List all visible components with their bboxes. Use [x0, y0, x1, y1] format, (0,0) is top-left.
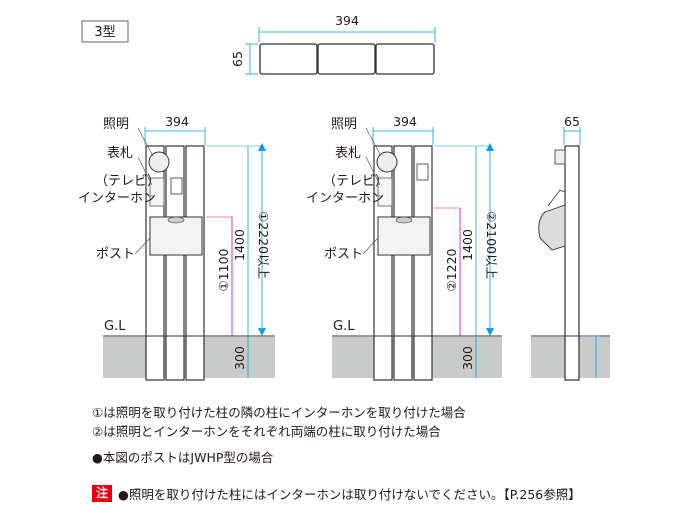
svg-text:①1100: ①1100	[216, 248, 231, 291]
svg-text:照明: 照明	[103, 117, 129, 132]
top-view: 394 65	[230, 13, 436, 75]
svg-text:300: 300	[232, 346, 247, 370]
svg-text:インターホン: インターホン	[78, 191, 156, 206]
nameplate-icon	[149, 177, 165, 207]
svg-text:（テレビ）: （テレビ）	[95, 174, 160, 189]
warning-text: ●照明を取り付けた柱にはインターホンは取り付けないでください。【P.256参照】	[118, 487, 581, 502]
svg-text:1400: 1400	[232, 229, 247, 261]
svg-text:②2100以上: ②2100以上	[484, 211, 499, 279]
side-view: 65	[531, 114, 610, 381]
svg-text:65: 65	[564, 114, 580, 129]
mailbox-icon	[149, 216, 203, 256]
svg-text:G.L: G.L	[333, 319, 355, 334]
lamp-icon	[148, 151, 170, 173]
top-depth-label: 65	[230, 51, 245, 67]
note-3: ●本図のポストはJWHP型の場合	[92, 450, 274, 465]
svg-text:（テレビ）: （テレビ）	[323, 174, 388, 189]
top-width-label: 394	[335, 13, 359, 28]
svg-text:照明: 照明	[331, 117, 357, 132]
svg-text:394: 394	[393, 114, 417, 129]
svg-text:②1220: ②1220	[444, 248, 459, 291]
warning-row: 注 ●照明を取り付けた柱にはインターホンは取り付けないでください。【P.256参…	[92, 484, 581, 503]
svg-text:1400: 1400	[460, 229, 475, 261]
left-width-label: 394	[165, 114, 189, 129]
warning-badge: 注	[92, 485, 113, 502]
svg-text:インターホン: インターホン	[306, 191, 384, 206]
front-view-left: 394 照明 表札 （テレビ） インターホン ポスト G.L ①1100 140…	[78, 114, 275, 381]
note-1: ①は照明を取り付けた柱の隣の柱にインターホンを取り付けた場合	[92, 405, 466, 420]
svg-text:ポスト: ポスト	[324, 247, 363, 262]
type-label-box	[81, 20, 129, 43]
svg-text:①2220以上: ①2220以上	[256, 211, 271, 279]
svg-text:300: 300	[460, 346, 475, 370]
svg-text:表札: 表札	[335, 146, 361, 161]
type-label: 3型	[94, 25, 115, 40]
svg-text:G.L: G.L	[104, 319, 126, 334]
intercom-icon	[170, 177, 183, 195]
side-lamp-icon	[554, 149, 566, 165]
side-mailbox-icon	[538, 204, 566, 251]
note-2: ②は照明とインターホンをそれぞれ両端の柱に取り付けた場合	[92, 424, 441, 439]
svg-text:表札: 表札	[107, 146, 133, 161]
front-view-right: 394 照明 表札 （テレビ） インターホン ポスト G.L ②1220 140…	[306, 114, 502, 381]
svg-text:ポスト: ポスト	[96, 247, 135, 262]
